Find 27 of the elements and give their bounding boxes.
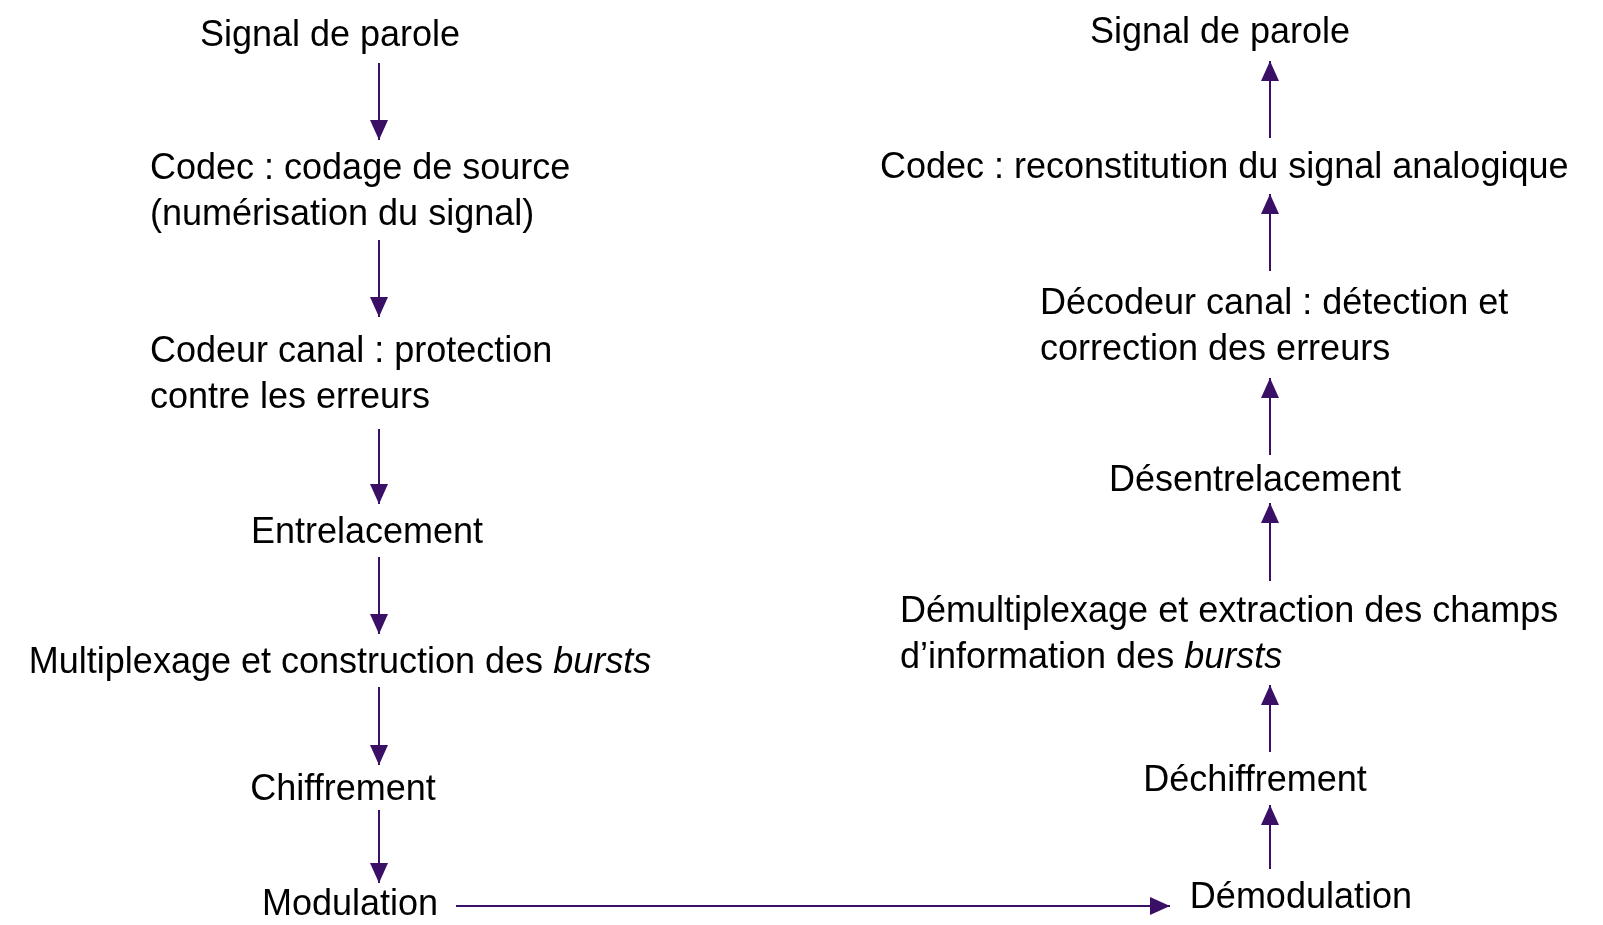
arrow <box>455 897 1171 915</box>
arrow <box>1261 60 1279 139</box>
arrow <box>370 809 388 884</box>
step-label: Démodulation <box>1188 873 1412 918</box>
step-label: Démultiplexage et extraction des champs d’information des bursts <box>900 588 1560 678</box>
step-label: Multiplexage et construction des bursts <box>27 638 653 683</box>
arrow <box>1261 502 1279 582</box>
arrow <box>370 686 388 766</box>
arrow <box>370 239 388 318</box>
step-label: Codeur canal : protection contre les erreurs <box>150 328 554 418</box>
step-label: Codec : codage de source (numérisation du signal) <box>150 145 572 235</box>
step-label: Entrelacement <box>249 508 485 553</box>
step-label: Signal de parole <box>1088 8 1352 53</box>
step-label: Décodeur canal : détection et correction des erreurs <box>1040 279 1510 370</box>
step-label: Désentrelacement <box>1107 457 1403 501</box>
step-label: Déchiffrement <box>1142 756 1368 801</box>
arrow <box>1261 804 1279 870</box>
arrow <box>1261 193 1279 272</box>
arrow <box>1261 377 1279 456</box>
arrow <box>1261 684 1279 753</box>
arrow <box>370 62 388 141</box>
arrow <box>370 556 388 635</box>
step-label: Modulation <box>262 881 440 925</box>
step-label: Signal de parole <box>198 12 462 56</box>
arrow <box>370 428 388 505</box>
step-label: Codec : reconstitution du signal analogique <box>880 144 1570 188</box>
step-label: Chiffrement <box>249 765 437 810</box>
